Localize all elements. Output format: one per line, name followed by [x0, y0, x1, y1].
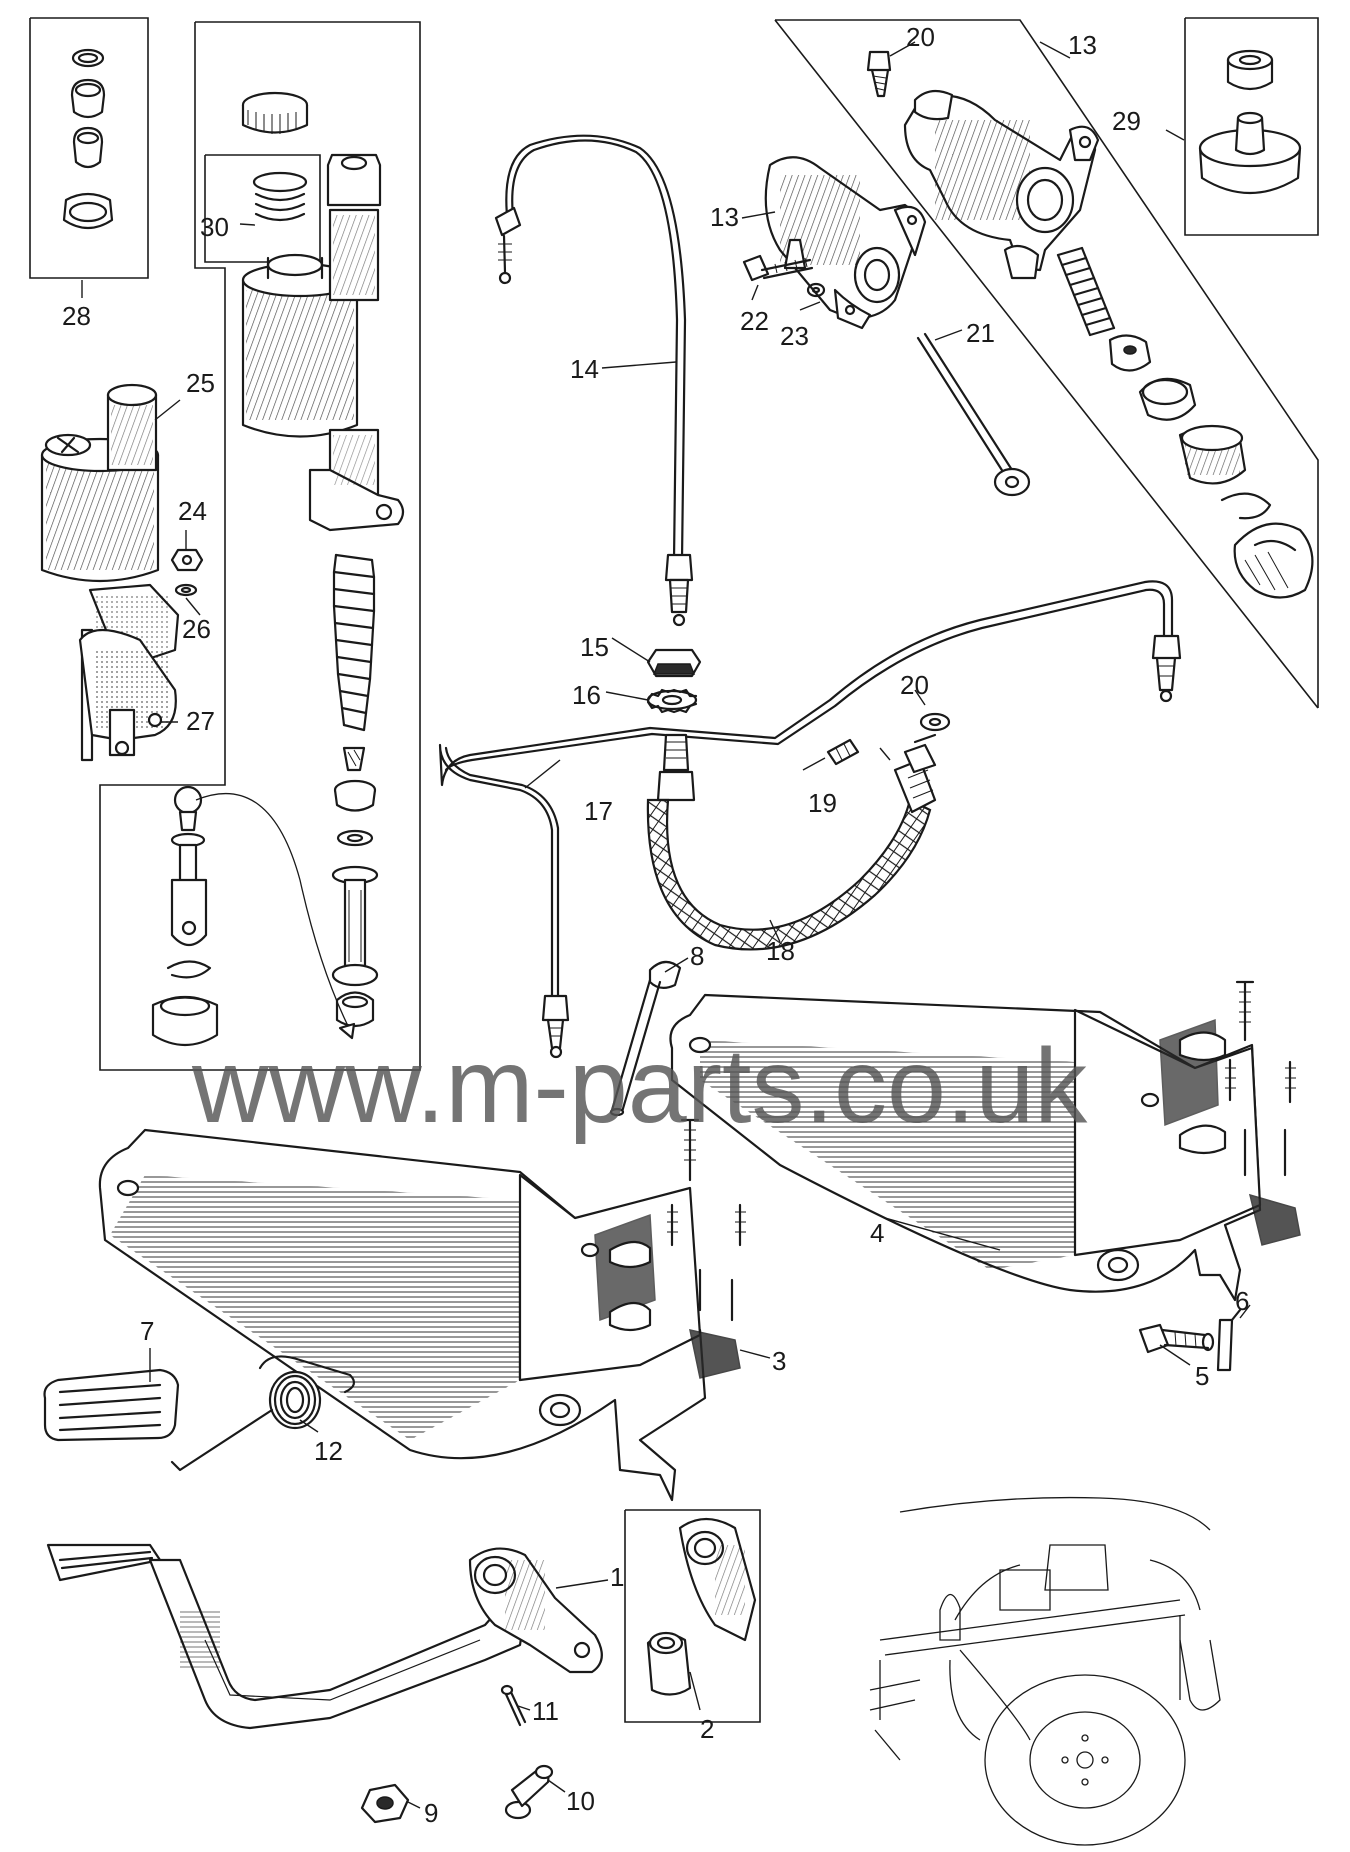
label-4: 4 [870, 1218, 884, 1248]
copper-washer-20 [919, 712, 951, 732]
label-8: 8 [690, 941, 704, 971]
split-pin-11 [500, 1684, 527, 1727]
watermark-text: www.m-parts.co.uk [191, 1027, 1088, 1145]
label-26: 26 [182, 614, 211, 644]
label-13b: 13 [710, 202, 739, 232]
pedal-bracket-3 [98, 1118, 746, 1502]
label-19: 19 [808, 788, 837, 818]
label-29: 29 [1112, 106, 1141, 136]
label-15: 15 [580, 632, 609, 662]
leader-lines [149, 41, 1251, 1809]
label-24: 24 [178, 496, 207, 526]
pedal-rubber-7 [43, 1368, 180, 1442]
label-13a: 13 [1068, 30, 1097, 60]
label-25: 25 [186, 368, 215, 398]
label-3: 3 [772, 1346, 786, 1376]
clevis-pin-10 [504, 1764, 554, 1820]
label-5: 5 [1195, 1361, 1209, 1391]
label-21: 21 [966, 318, 995, 348]
label-11: 11 [532, 1696, 559, 1726]
return-spring-12 [170, 1355, 356, 1472]
pipe-17 [438, 580, 1182, 1059]
panel-outlines [29, 17, 1319, 1723]
clutch-pedal-1 [46, 1543, 603, 1730]
master-cylinder-assembled-25 [40, 383, 204, 762]
label-30: 30 [200, 212, 229, 242]
label-9: 9 [424, 1798, 438, 1828]
flexible-hose-18 [646, 733, 937, 951]
car-location-sketch [869, 1496, 1221, 1846]
label-12: 12 [314, 1436, 343, 1466]
label-10: 10 [566, 1786, 595, 1816]
slave-cylinder-assembled-13 [742, 156, 927, 330]
pedal-bracket-4 [669, 980, 1301, 1302]
return-spring [332, 553, 376, 732]
lockwasher-16 [646, 688, 698, 714]
label-6: 6 [1235, 1286, 1249, 1316]
label-7: 7 [140, 1316, 154, 1346]
washer-6 [1201, 1308, 1242, 1372]
label-17: 17 [584, 796, 613, 826]
pipe-14 [494, 134, 694, 627]
label-20b: 20 [900, 670, 929, 700]
bolt-5 [1138, 1323, 1210, 1354]
label-20a: 20 [906, 22, 935, 52]
seal-kit-28 [62, 48, 114, 298]
union-nut-15 [646, 648, 702, 678]
label-2: 2 [700, 1714, 714, 1744]
label-23: 23 [780, 321, 809, 351]
slave-cylinder-exploded [866, 50, 1314, 599]
sleeve-19 [826, 738, 860, 766]
label-18: 18 [766, 936, 795, 966]
label-1: 1 [610, 1562, 624, 1592]
seal-kit-29 [1198, 49, 1302, 194]
label-14: 14 [570, 354, 599, 384]
label-27: 27 [186, 706, 215, 736]
master-cylinder-exploded [151, 91, 405, 1046]
label-28: 28 [62, 301, 91, 331]
part-number-labels: 28 30 25 24 26 27 20 13 29 13 22 23 21 1… [62, 22, 1249, 1828]
label-22: 22 [740, 306, 769, 336]
nut-9 [360, 1783, 410, 1824]
pivot-pin-8 [609, 960, 682, 1117]
label-16: 16 [572, 680, 601, 710]
pedal-bush-2 [646, 1517, 757, 1696]
